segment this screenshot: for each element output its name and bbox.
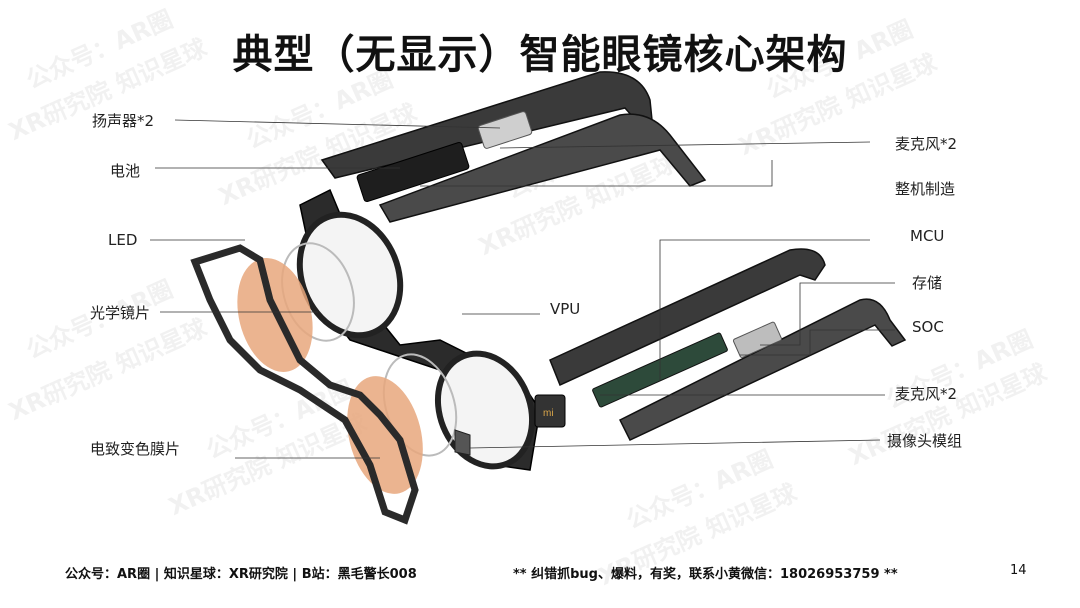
label-speaker: 扬声器*2 [92,112,155,130]
footer-left: 公众号：AR圈 | 知识星球：XR研究院 | B站：黑毛警长008 [65,567,417,582]
speaker-module [477,111,533,149]
label-battery: 电池 [110,162,141,180]
temple-inner-right [618,298,907,441]
label-vpu: VPU [550,300,581,318]
brand-logo: mi [543,408,554,419]
label-optical-lens: 光学镜片 [90,304,151,322]
temple-arm-right [549,248,826,387]
label-camera-module: 摄像头模组 [887,432,963,450]
label-mic-bottom: 麦克风*2 [895,385,958,403]
page-number: 14 [1010,563,1027,578]
leader-lines [150,119,895,459]
camera-module [454,429,471,456]
outer-rim [190,244,419,525]
label-assembly: 整机制造 [895,180,956,198]
label-electrochromic-film: 电致变色膜片 [90,440,181,458]
temple-inner-top [378,113,707,223]
storage-chip [732,321,782,358]
footer-center: ** 纠错抓bug、爆料，有奖，联系小黄微信：18026953759 ** [513,567,898,582]
page-title: 典型（无显示）智能眼镜核心架构 [232,32,848,78]
label-mic-top: 麦克风*2 [895,135,958,153]
label-storage: 存储 [912,274,943,292]
hinge-logo [534,394,566,428]
battery-module [356,141,470,203]
label-soc: SOC [912,318,944,336]
label-led: LED [108,231,138,249]
label-mcu: MCU [910,227,945,245]
